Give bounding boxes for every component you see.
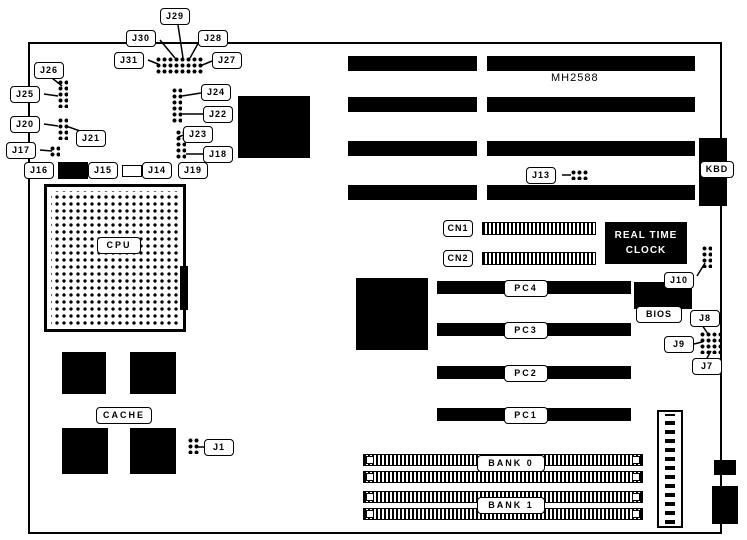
label-kbd: KBD [700,161,734,179]
label-cn2: CN2 [443,250,473,268]
isa-slot-1-left [348,56,477,71]
simm-latch [632,456,640,464]
simm-latch [366,473,374,481]
label-j23: J23 [183,126,213,144]
simm-latch [632,510,640,518]
label-j13: J13 [526,167,556,185]
header-j17 [50,146,60,158]
label-j1: J1 [204,439,234,457]
label-j14: J14 [142,162,172,180]
label-j10: J10 [664,272,694,290]
label-j22: J22 [203,106,233,124]
qfp-chip-top [238,96,310,158]
power-connector [657,410,683,528]
edge-port-top [714,460,736,475]
cache-chip [130,352,176,394]
label-j24: J24 [201,84,231,102]
header-j18-j23 [176,130,186,160]
header-j20-j21 [58,118,68,140]
isa-slot-3-left [348,141,477,156]
label-bios: BIOS [636,306,682,324]
cache-chip [130,428,176,474]
label-j9: J9 [664,336,694,354]
simm-latch [366,456,374,464]
label-cache: CACHE [96,407,152,425]
label-cn1: CN1 [443,220,473,238]
isa-slot-4-right [487,185,695,200]
cpu-socket [44,184,186,332]
label-bank0: BANK 0 [477,455,545,473]
label-j26: J26 [34,62,64,80]
edge-port-bottom [712,486,738,524]
label-bank1: BANK 1 [477,497,545,515]
simm-slot [363,471,643,483]
header-j13 [571,170,589,180]
board-model: MH2588 [551,72,599,84]
label-j8: J8 [690,310,720,328]
label-j18: J18 [203,146,233,164]
header-j27-j31 [156,57,204,74]
simm-latch [632,473,640,481]
simm-latch [632,493,640,501]
isa-slot-1-right [487,56,695,71]
label-cpu: CPU [97,237,141,255]
isa-slot-2-right [487,97,695,112]
header-j10 [702,246,712,268]
simm-latch [366,493,374,501]
isa-slot-3-right [487,141,695,156]
label-j15: J15 [88,162,118,180]
label-pc3: PC3 [504,322,548,340]
isa-slot-2-left [348,97,477,112]
label-j31: J31 [114,52,144,70]
cn2-connector [482,252,596,265]
real-time-clock: REAL TIME CLOCK [605,222,687,264]
label-pc2: PC2 [504,365,548,383]
header-j1 [188,438,200,454]
cn1-connector [482,222,596,235]
header-j7-j8-j9 [700,332,720,354]
label-j25: J25 [10,86,40,104]
label-j7: J7 [692,358,722,376]
label-j21: J21 [76,130,106,148]
simm-latch [366,510,374,518]
label-j16: J16 [24,162,54,180]
qfp-chip-middle [356,278,428,350]
label-j28: J28 [198,30,228,48]
label-j27: J27 [212,52,242,70]
label-j30: J30 [126,30,156,48]
cache-chip [62,428,108,474]
label-pc4: PC4 [504,280,548,298]
label-pc1: PC1 [504,407,548,425]
label-j20: J20 [10,116,40,134]
cache-chip [62,352,106,394]
header-j25-j26 [58,80,68,108]
label-j29: J29 [160,8,190,26]
label-j19: J19 [178,162,208,180]
component-j16 [58,162,88,179]
label-j17: J17 [6,142,36,160]
isa-slot-4-left [348,185,477,200]
regulator-bar [180,266,188,310]
header-j22-j24 [172,88,182,124]
crystal-oscillator [122,165,142,177]
